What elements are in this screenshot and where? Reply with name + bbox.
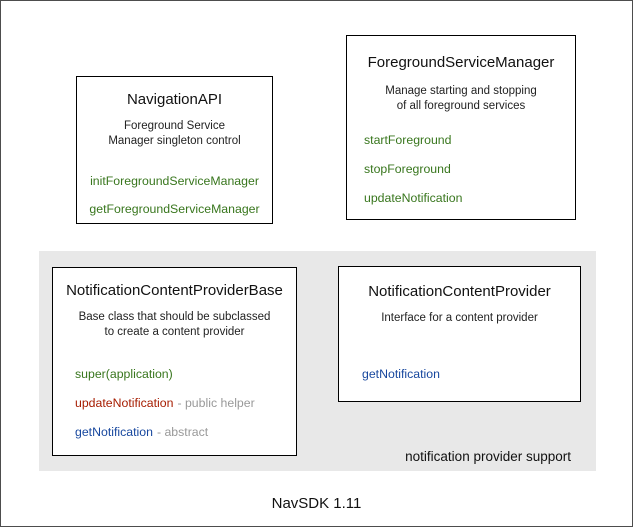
method-list: initForegroundServiceManager getForegrou… bbox=[77, 167, 272, 223]
diagram-caption: NavSDK 1.11 bbox=[271, 495, 362, 512]
class-box-foreground-service-manager: ForegroundServiceManager Manage starting… bbox=[346, 35, 576, 220]
class-description-line: Interface for a content provider bbox=[381, 312, 538, 324]
method-list: startForeground stopForeground updateNot… bbox=[347, 126, 575, 213]
method-label: updateNotification bbox=[364, 191, 463, 205]
method-annotation: - public helper bbox=[177, 396, 255, 410]
method-name: updateNotification bbox=[75, 396, 174, 410]
method-list: getNotification bbox=[339, 360, 580, 389]
class-description-line: to create a content provider bbox=[104, 326, 245, 338]
class-description-line: Base class that should be subclassed bbox=[78, 311, 271, 323]
class-description-line: Manage starting and stopping bbox=[385, 85, 537, 97]
method-name: getNotification bbox=[75, 425, 153, 439]
method-label: stopForeground bbox=[364, 162, 451, 176]
class-title: NotificationContentProviderBase bbox=[66, 282, 283, 299]
class-description: Manage starting and stopping of all fore… bbox=[347, 84, 575, 114]
panel-label: notification provider support bbox=[405, 449, 571, 464]
method-list: super(application) updateNotification- p… bbox=[53, 360, 296, 447]
method-label: getNotification bbox=[362, 367, 440, 381]
method-name: super(application) bbox=[75, 367, 173, 381]
class-box-navigation-api: NavigationAPI Foreground Service Manager… bbox=[76, 76, 273, 224]
method-label: initForegroundServiceManager bbox=[90, 174, 259, 188]
class-description: Foreground Service Manager singleton con… bbox=[77, 119, 272, 149]
class-box-notification-content-provider: NotificationContentProvider Interface fo… bbox=[338, 266, 581, 402]
method-label: getForegroundServiceManager bbox=[89, 202, 260, 216]
class-description-line: Manager singleton control bbox=[108, 135, 241, 147]
method-label: super(application) bbox=[75, 360, 296, 389]
method-label: startForeground bbox=[364, 133, 452, 147]
class-description: Base class that should be subclassed to … bbox=[53, 310, 296, 340]
class-description-line: of all foreground services bbox=[396, 100, 526, 112]
class-title: ForegroundServiceManager bbox=[367, 54, 555, 71]
class-box-notification-content-provider-base: NotificationContentProviderBase Base cla… bbox=[52, 267, 297, 456]
class-title: NotificationContentProvider bbox=[368, 283, 551, 300]
class-title: NavigationAPI bbox=[126, 91, 223, 108]
method-label: updateNotification- public helper bbox=[75, 389, 296, 418]
method-label: getNotification- abstract bbox=[75, 418, 296, 447]
method-annotation: - abstract bbox=[156, 425, 209, 439]
class-description: Interface for a content provider bbox=[339, 311, 580, 326]
class-description-line: Foreground Service bbox=[124, 120, 225, 132]
